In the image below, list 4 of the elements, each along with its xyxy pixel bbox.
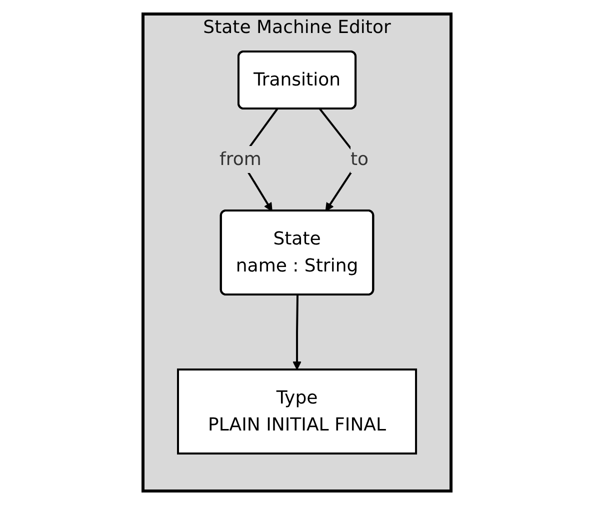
edge-label: to	[350, 149, 369, 170]
arrow	[292, 294, 302, 370]
edge-label: from	[220, 149, 262, 170]
node-box: Type PLAIN INITIAL FINAL	[176, 368, 418, 454]
